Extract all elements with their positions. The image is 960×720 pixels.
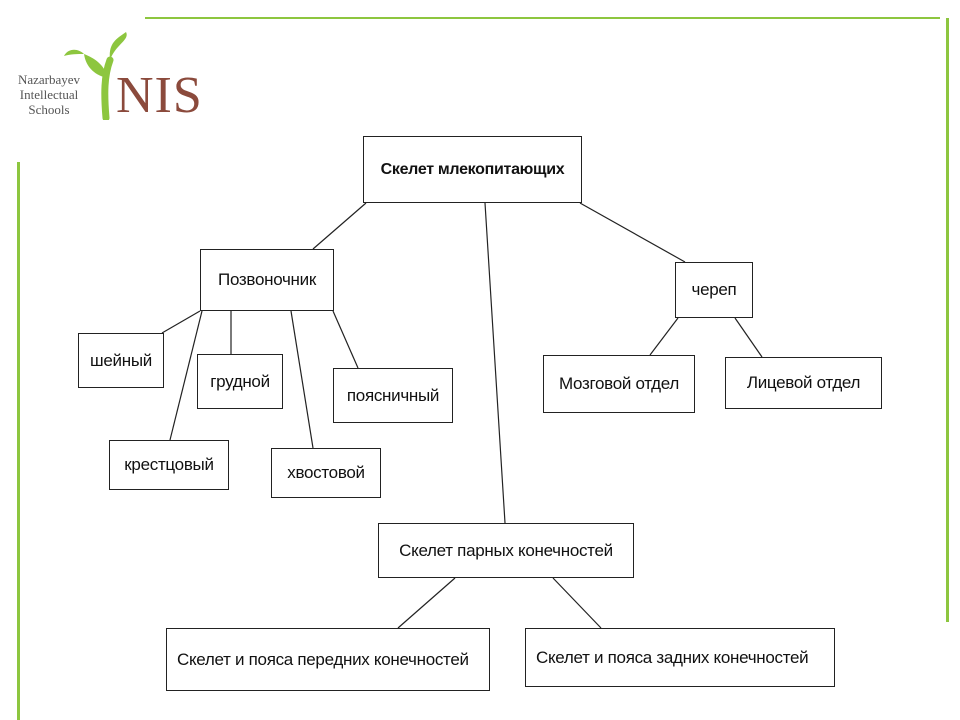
limb-part-front: Скелет и пояса передних конечностей [166,628,490,691]
skull-box: череп [675,262,753,318]
link-skull-facial [734,317,763,358]
link-spine-cervical [161,310,201,334]
limbs-box: Скелет парных конечностей [378,523,634,578]
top-accent-line [145,17,940,19]
link-root-skull [579,202,686,263]
skull-part-cranial: Мозговой отдел [543,355,695,413]
spine-part-coccygeal: хвостовой [271,448,381,498]
nis-logo: Nazarbayev Intellectual Schools NIS [8,30,218,125]
link-root-limbs [484,202,506,524]
left-accent-line [17,162,20,720]
logo-line-3: Schools [28,102,70,117]
spine-box: Позвоночник [200,249,334,311]
right-accent-line [946,18,949,622]
link-spine-sacral [169,310,203,441]
limb-part-hind: Скелет и пояса задних конечностей [525,628,835,687]
leaf-icon [64,32,127,120]
link-spine-lumbar [332,310,359,369]
spine-part-lumbar: поясничный [333,368,453,423]
link-limbs-front [397,577,456,629]
skull-part-facial: Лицевой отдел [725,357,882,409]
link-skull-cranial [649,317,679,356]
logo-line-1: Nazarbayev [17,72,81,87]
spine-part-sacral: крестцовый [109,440,229,490]
link-limbs-hind [552,577,602,629]
logo-mark: NIS [116,67,203,124]
root-box: Скелет млекопитающих [363,136,582,203]
link-root-spine [312,202,367,250]
spine-part-cervical: шейный [78,333,164,388]
link-spine-coccygeal [290,310,314,449]
logo-line-2: Intellectual [19,87,79,102]
spine-part-thoracic: грудной [197,354,283,409]
logo-text: Nazarbayev Intellectual Schools [8,72,90,117]
